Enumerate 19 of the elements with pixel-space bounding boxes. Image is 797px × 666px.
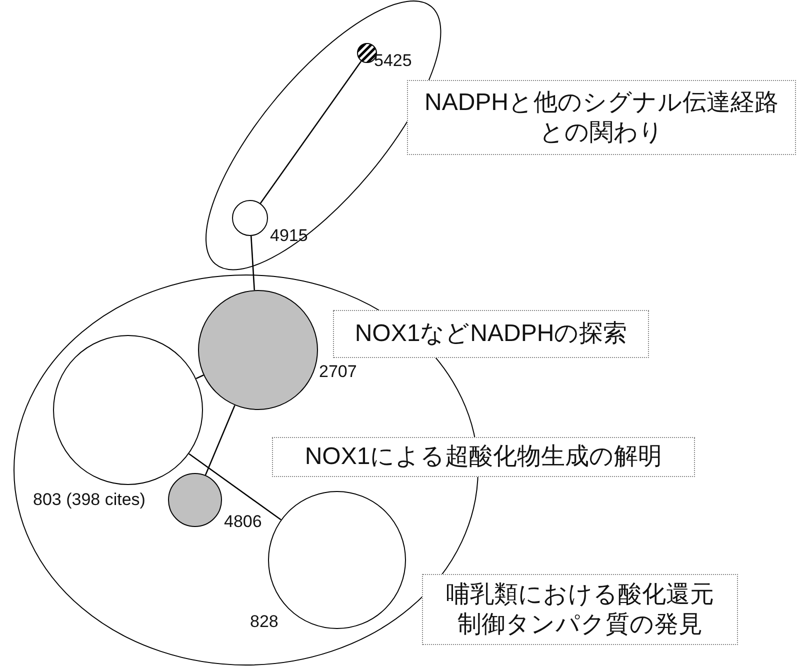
- citation-count: 803 (398 cites): [33, 490, 146, 510]
- citation-count: 828: [250, 612, 278, 632]
- citation-count: 2707: [319, 362, 357, 382]
- citation-circle: [168, 473, 222, 527]
- citation-count: 4915: [270, 226, 308, 246]
- citation-count: 5425: [374, 51, 412, 71]
- topic-callout: NOX1による超酸化物生成の解明: [272, 437, 695, 477]
- citation-link: [250, 236, 256, 290]
- topic-callout: 哺乳類における酸化還元制御タンパク質の発見: [422, 574, 738, 645]
- citation-link: [188, 453, 282, 520]
- citation-circle: [53, 335, 203, 485]
- topic-callout: NOX1などNADPHの探索: [333, 310, 649, 358]
- citation-link: [260, 60, 362, 204]
- citation-link: [196, 374, 204, 380]
- citation-circle: [198, 290, 318, 410]
- topic-callout: NADPHと他のシグナル伝達経路との関わり: [407, 80, 796, 155]
- citation-link: [204, 405, 236, 476]
- citation-count: 4806: [224, 512, 262, 532]
- citation-circle: [232, 200, 268, 236]
